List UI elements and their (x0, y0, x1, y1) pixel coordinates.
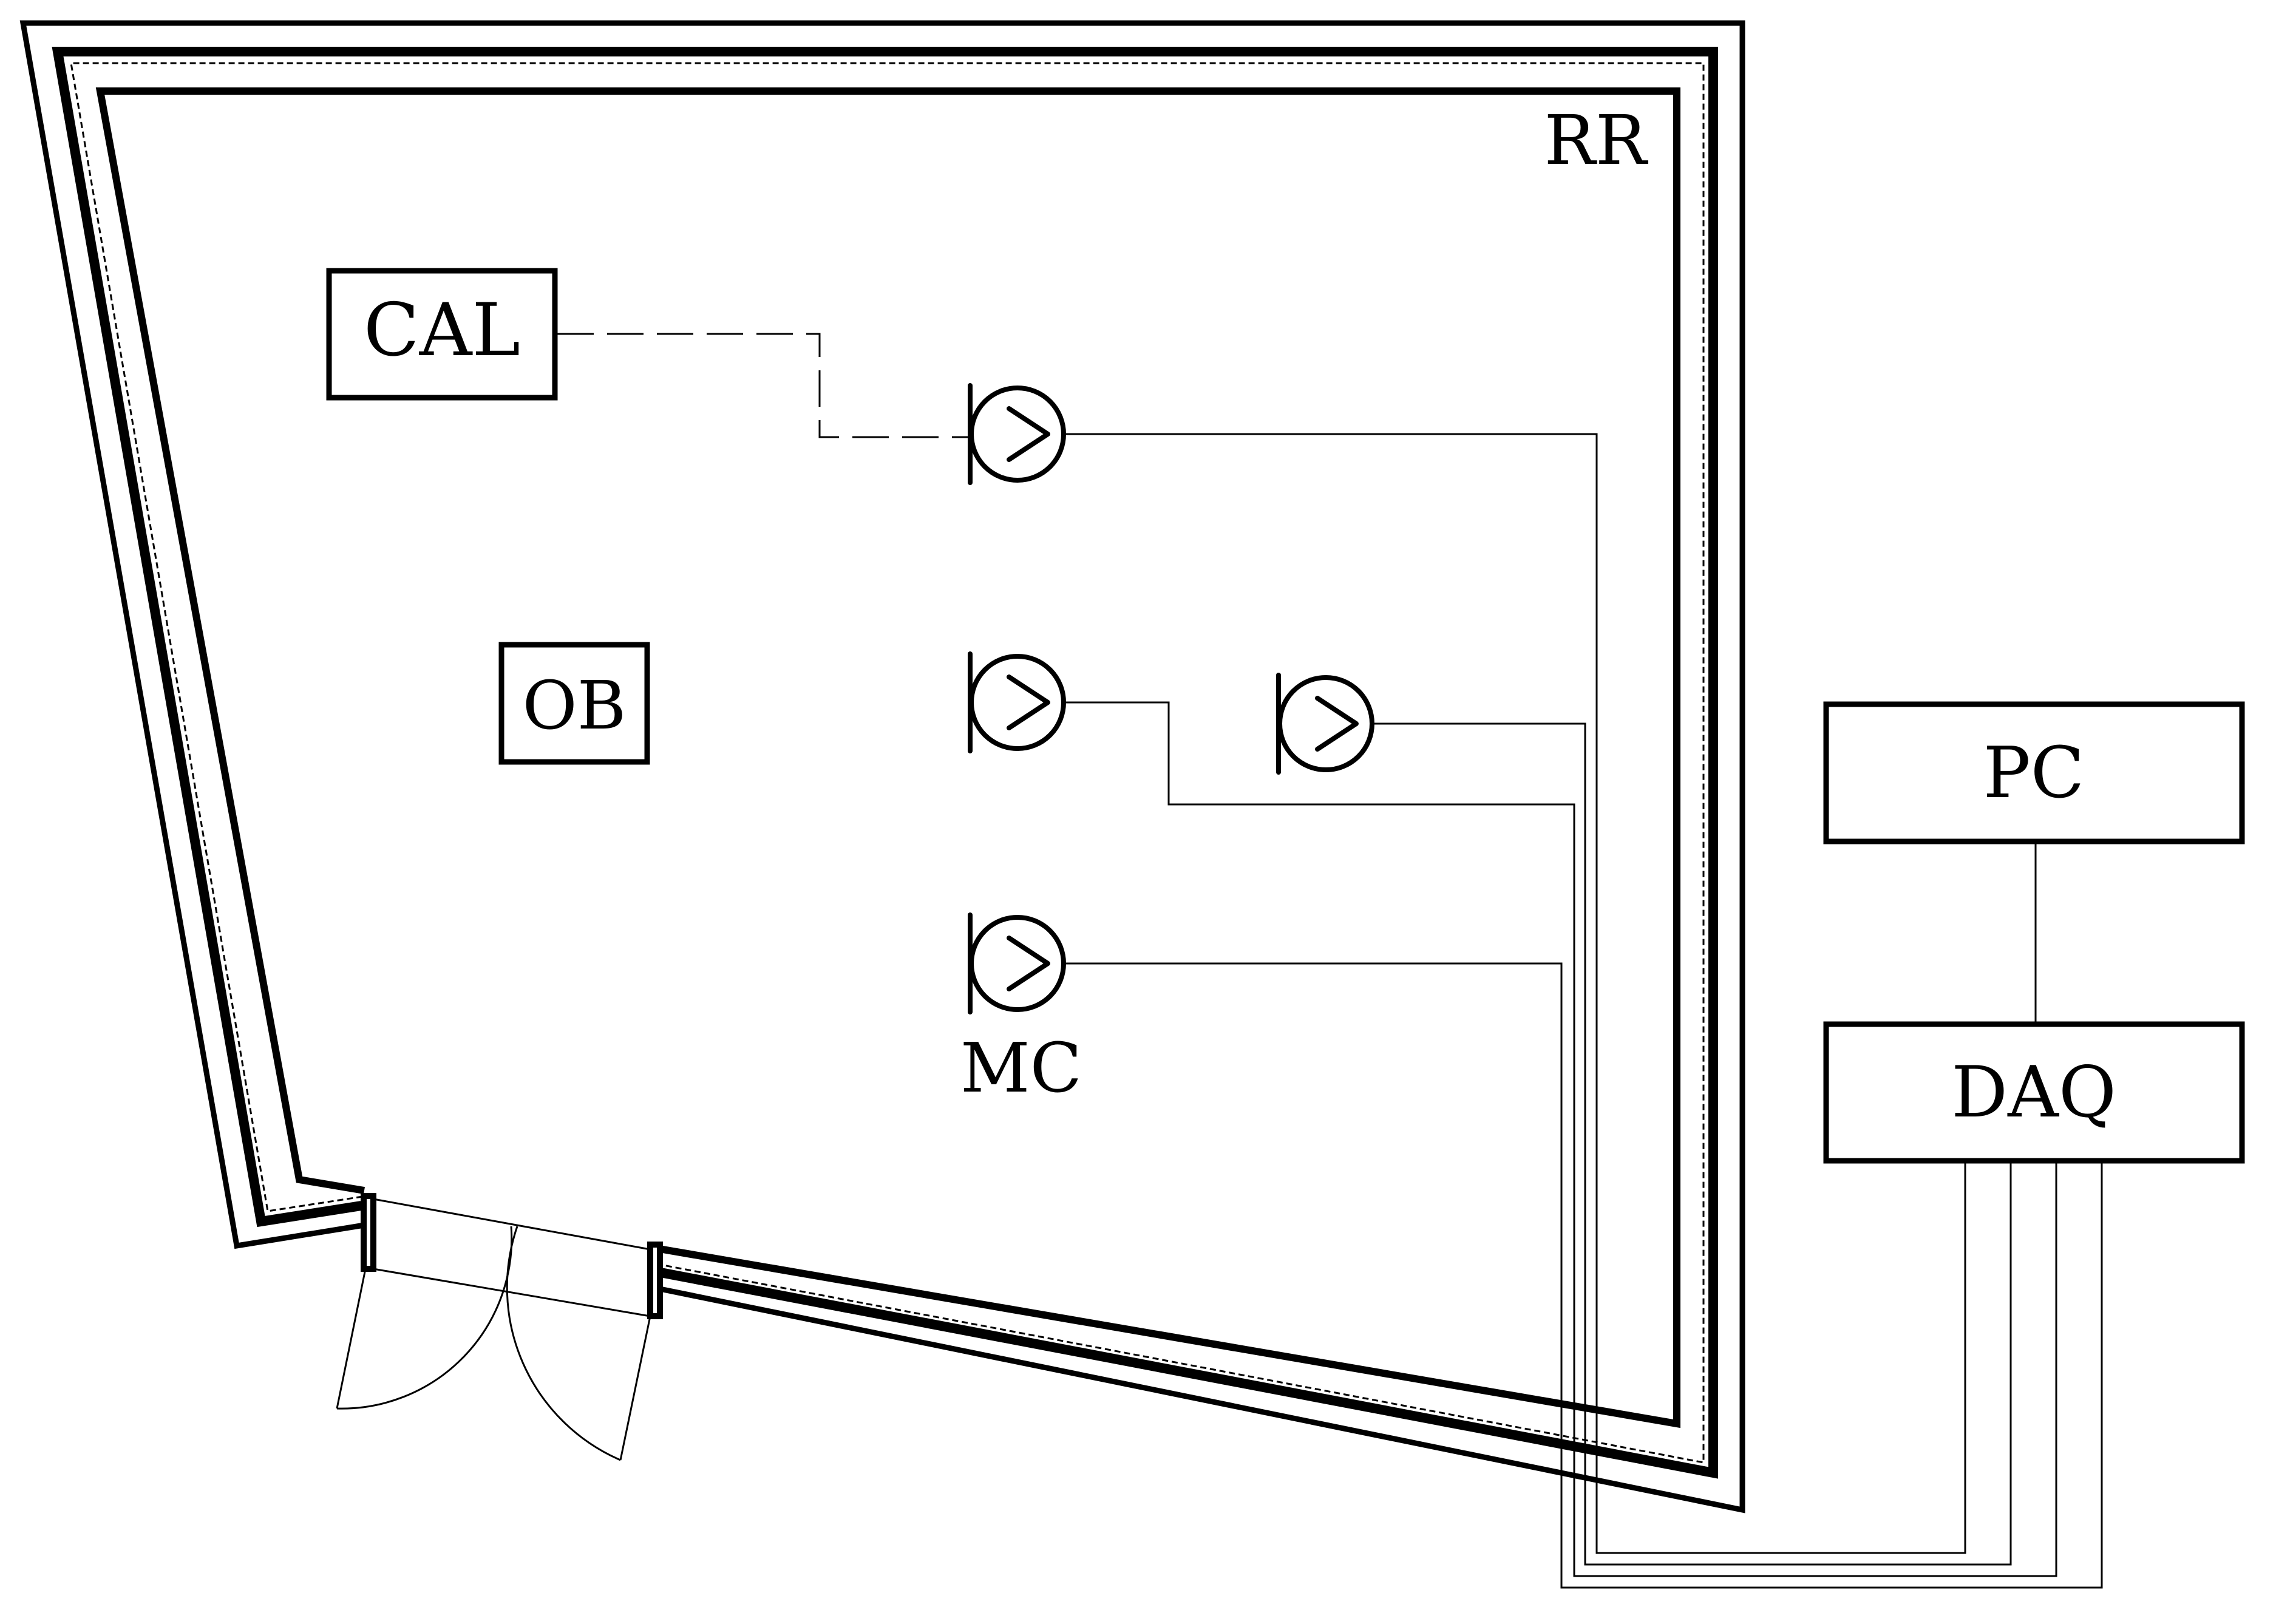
door-threshold-bottom (373, 1268, 651, 1317)
microphone-icon (968, 383, 1066, 485)
daq-box-group: DAQ (1823, 1021, 2245, 1164)
ob-box (498, 642, 650, 765)
ob-box-group: OB (498, 642, 650, 765)
wall-insulation (52, 47, 1718, 1479)
pc-box (1823, 701, 2245, 844)
door-post-left (361, 1193, 376, 1272)
microphone-icon (968, 651, 1066, 753)
door-leaf-left (336, 1268, 367, 1409)
cal-dashed-link (557, 333, 970, 438)
door-leaf-right (619, 1316, 651, 1461)
microphone-icon (968, 912, 1066, 1014)
cal-box (326, 268, 558, 401)
inner-wall (95, 87, 1680, 1429)
cable-mic-4 (1064, 962, 2103, 1589)
door-swing-left (336, 1226, 513, 1410)
cable-mic-3 (1372, 722, 2012, 1566)
cal-box-group: CAL (326, 268, 558, 401)
daq-label: DAQ (1951, 1052, 2116, 1133)
door-threshold-top (373, 1198, 651, 1251)
cable-mic-1 (1064, 433, 1966, 1554)
microphone-icon (1276, 673, 1374, 775)
pc-label: PC (1983, 732, 2085, 814)
door-post-right (647, 1242, 663, 1319)
cable-mic-2 (1064, 701, 2057, 1577)
door-swing-right (506, 1226, 621, 1461)
pc-box-group: PC (1823, 701, 2245, 844)
cal-label: CAL (364, 288, 520, 373)
ob-label: OB (522, 667, 626, 744)
microphone-label: MC (960, 1029, 1082, 1108)
wall-hatching (70, 62, 1705, 1464)
room-walls (19, 20, 1745, 1514)
room-label: RR (1544, 101, 1649, 180)
daq-box (1823, 1021, 2245, 1164)
cables (557, 333, 2103, 1589)
door (336, 1193, 663, 1461)
